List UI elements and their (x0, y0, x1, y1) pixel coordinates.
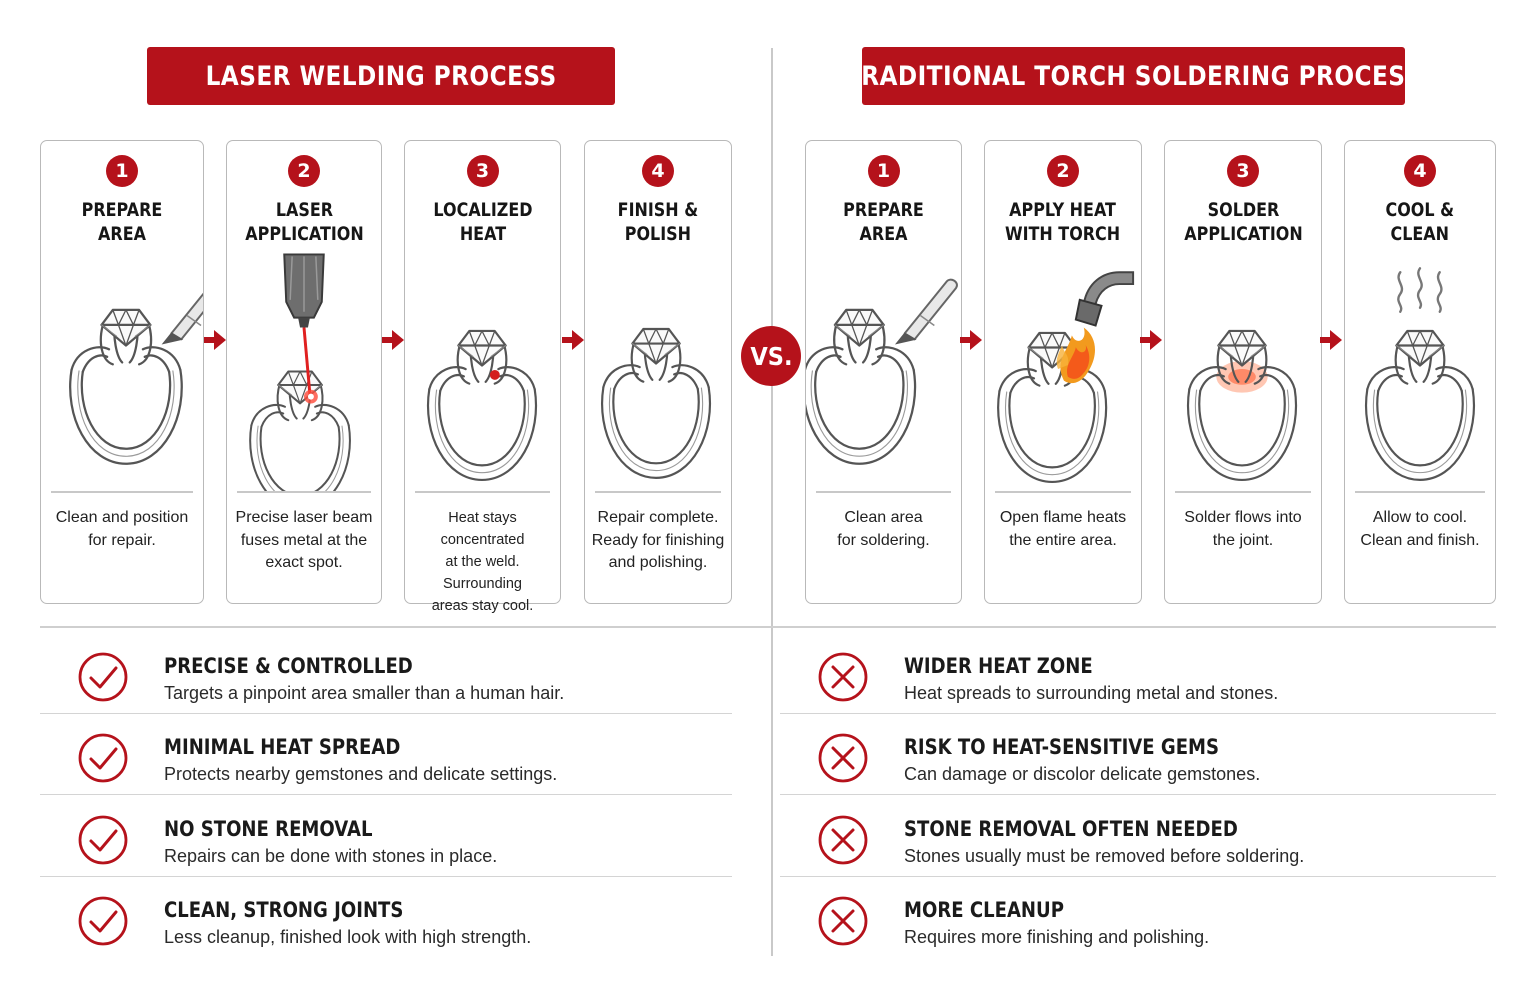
step-description: Open flame heats the entire area. (999, 509, 1127, 549)
section-divider (40, 626, 1496, 628)
laser-step-3-card: 3 LOCALIZED HEAT Heat stays concentrated… (404, 140, 561, 614)
step-title: PREPARE AREA (81, 199, 163, 245)
feature-description: Less cleanup, finished look with high st… (164, 927, 532, 947)
laser-step-1-card: 1 PREPARE AREA Clean and position for re… (40, 140, 204, 604)
feature-title: NO STONE REMOVAL (164, 817, 373, 841)
step-title: PREPARE AREA (843, 199, 924, 245)
feature-description: Targets a pinpoint area smaller than a h… (164, 683, 565, 703)
center-divider (771, 48, 773, 956)
step-number-badge: 3 (466, 155, 499, 187)
feature-description: Stones usually must be removed before so… (904, 846, 1305, 866)
step-title: FINISH & POLISH (617, 199, 699, 245)
laser-welding-banner: LASER WELDING PROCESS (147, 47, 615, 105)
polished-ring-icon (600, 327, 712, 479)
feature-row: RISK TO HEAT-SENSITIVE GEMS Can damage o… (780, 713, 1496, 795)
x-circle-icon (818, 896, 868, 946)
torch-flame-ring-icon (997, 271, 1135, 484)
torch-step-4-card: 4 COOL & CLEAN Allow to cool. Clean and … (1344, 140, 1496, 604)
feature-description: Can damage or discolor delicate gemstone… (904, 764, 1261, 784)
step-title: LASER APPLICATION (244, 199, 364, 245)
laser-beam-ring-icon (249, 253, 351, 491)
feature-description: Requires more finishing and polishing. (904, 927, 1210, 947)
feature-title: CLEAN, STRONG JOINTS (164, 898, 404, 922)
check-circle-icon (78, 652, 128, 702)
x-circle-icon (818, 652, 868, 702)
feature-title: WIDER HEAT ZONE (904, 654, 1093, 678)
feature-row: WIDER HEAT ZONE Heat spreads to surround… (780, 632, 1496, 714)
step-description: Precise laser beam fuses metal at the ex… (235, 509, 373, 571)
step-description: Clean and position for repair. (55, 509, 189, 549)
step-title: SOLDER APPLICATION (1183, 199, 1303, 245)
feature-row: MINIMAL HEAT SPREAD Protects nearby gems… (40, 713, 732, 795)
vs-badge: VS. (741, 326, 801, 386)
step-description: Clean area for soldering. (837, 509, 930, 549)
laser-step-4-card: 4 FINISH & POLISH Repair complete. Ready… (584, 140, 732, 604)
solder-glow-ring-icon (1186, 329, 1298, 482)
arrow-right-icon (1320, 330, 1342, 350)
step-number-badge: 2 (288, 155, 320, 187)
x-circle-icon (818, 815, 868, 865)
feature-row: NO STONE REMOVAL Repairs can be done wit… (40, 795, 732, 877)
ring-weld-spot-icon (426, 329, 538, 482)
step-number-badge: 3 (1227, 155, 1259, 187)
step-number-badge: 1 (106, 155, 138, 187)
step-title: LOCALIZED HEAT (432, 199, 533, 245)
step-description: Solder flows into the joint. (1184, 509, 1302, 549)
step-number-badge: 4 (642, 155, 674, 187)
feature-title: PRECISE & CONTROLLED (164, 654, 413, 678)
step-description: Allow to cool. Clean and finish. (1360, 509, 1480, 549)
step-number-badge: 2 (1047, 155, 1079, 187)
feature-title: RISK TO HEAT-SENSITIVE GEMS (904, 735, 1220, 759)
arrow-right-icon (562, 330, 584, 350)
feature-row: MORE CLEANUP Requires more finishing and… (780, 876, 1496, 958)
torch-step-2-card: 2 APPLY HEAT WITH TORCH Open flame heats… (984, 140, 1142, 604)
feature-description: Heat spreads to surrounding metal and st… (904, 683, 1279, 703)
feature-row: STONE REMOVAL OFTEN NEEDED Stones usuall… (780, 795, 1496, 877)
torch-soldering-banner: TRADITIONAL TORCH SOLDERING PROCESS (845, 47, 1421, 105)
feature-row: CLEAN, STRONG JOINTS Less cleanup, finis… (40, 876, 732, 958)
check-circle-icon (78, 733, 128, 783)
torch-step-3-card: 3 SOLDER APPLICATION Solder flows into t… (1164, 140, 1322, 604)
step-description: Repair complete. Ready for finishing and… (591, 509, 725, 571)
feature-description: Protects nearby gemstones and delicate s… (164, 764, 558, 784)
step-title: COOL & CLEAN (1385, 199, 1455, 245)
arrow-right-icon (960, 330, 982, 350)
feature-title: MORE CLEANUP (904, 898, 1064, 922)
x-circle-icon (818, 733, 868, 783)
ring-with-stylus-icon (69, 278, 203, 465)
laser-step-2-card: 2 LASER APPLICATION Precise laser beam f… (226, 140, 382, 604)
feature-description: Repairs can be done with stones in place… (164, 846, 498, 866)
arrow-right-icon (382, 330, 404, 350)
check-circle-icon (78, 896, 128, 946)
check-circle-icon (78, 815, 128, 865)
arrow-right-icon (1140, 330, 1162, 350)
feature-title: MINIMAL HEAT SPREAD (164, 735, 401, 759)
step-description: Heat stays concentrated at the weld. Sur… (431, 510, 534, 614)
torch-step-1-card: 1 PREPARE AREA Clean area for soldering. (805, 140, 962, 604)
feature-title: STONE REMOVAL OFTEN NEEDED (904, 817, 1238, 841)
feature-row: PRECISE & CONTROLLED Targets a pinpoint … (40, 632, 732, 714)
cooling-ring-icon (1364, 267, 1476, 481)
arrow-right-icon (204, 330, 226, 350)
step-title: APPLY HEAT WITH TORCH (1005, 199, 1121, 245)
step-number-badge: 1 (867, 155, 900, 187)
ring-with-stylus-icon (806, 278, 958, 465)
step-number-badge: 4 (1404, 155, 1436, 187)
